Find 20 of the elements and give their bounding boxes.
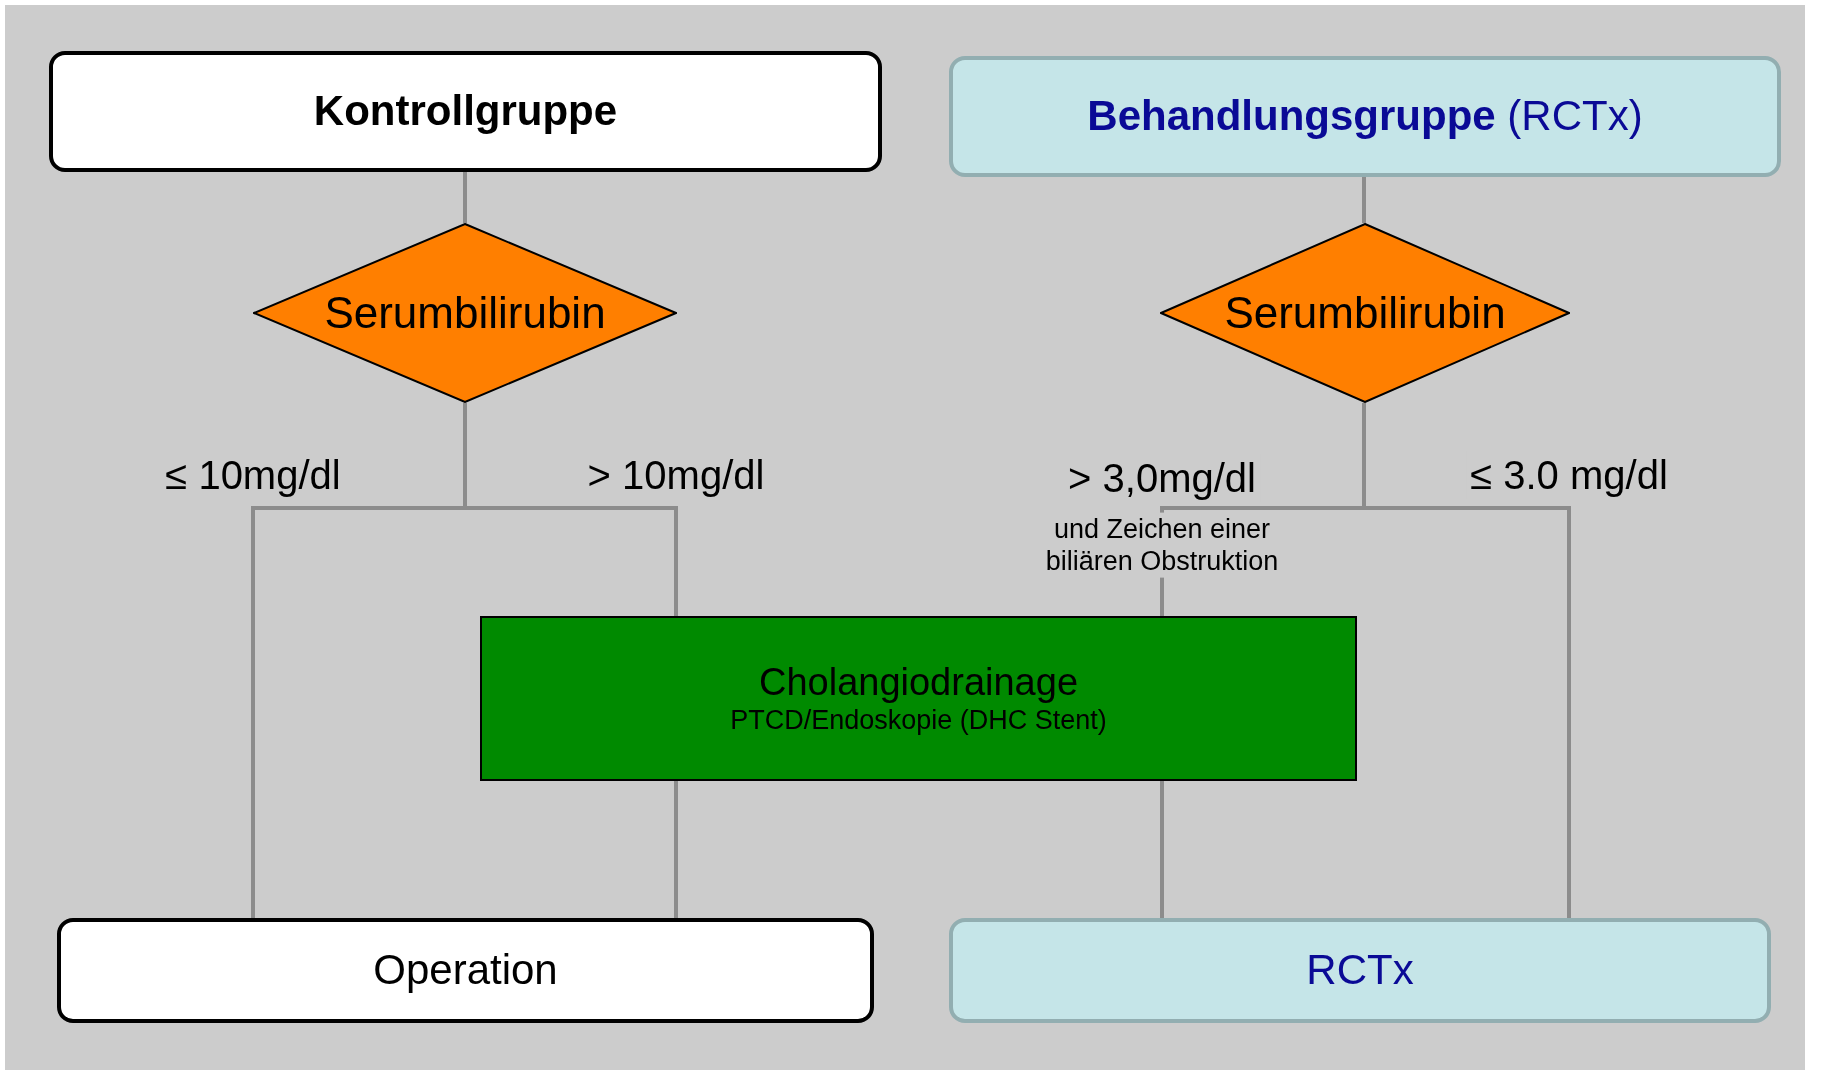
- node-subtitle: PTCD/Endoskopie (DHC Stent): [730, 704, 1107, 736]
- node-label: Operation: [373, 946, 558, 995]
- group-box: [49, 51, 882, 172]
- node-label: Cholangiodrainage: [759, 661, 1078, 705]
- connector-line: [463, 403, 678, 616]
- node-label: RCTx: [1306, 946, 1414, 995]
- connector-line: [1160, 781, 1164, 918]
- group-box: [57, 918, 874, 1023]
- connector-line: [463, 172, 467, 223]
- node-label: Serumbilirubin: [324, 287, 606, 339]
- node-label: Behandlungsgruppe (RCTx): [1087, 92, 1643, 141]
- process-box: [480, 616, 1357, 781]
- connector-line: [1362, 177, 1366, 223]
- node-label: Serumbilirubin: [1224, 287, 1506, 339]
- decision-diamond: [253, 223, 677, 403]
- node-label: Kontrollgruppe: [313, 87, 618, 136]
- connector-line: [674, 781, 678, 918]
- group-box: [949, 56, 1781, 177]
- group-box: [949, 918, 1771, 1023]
- decision-diamond: [1160, 223, 1570, 403]
